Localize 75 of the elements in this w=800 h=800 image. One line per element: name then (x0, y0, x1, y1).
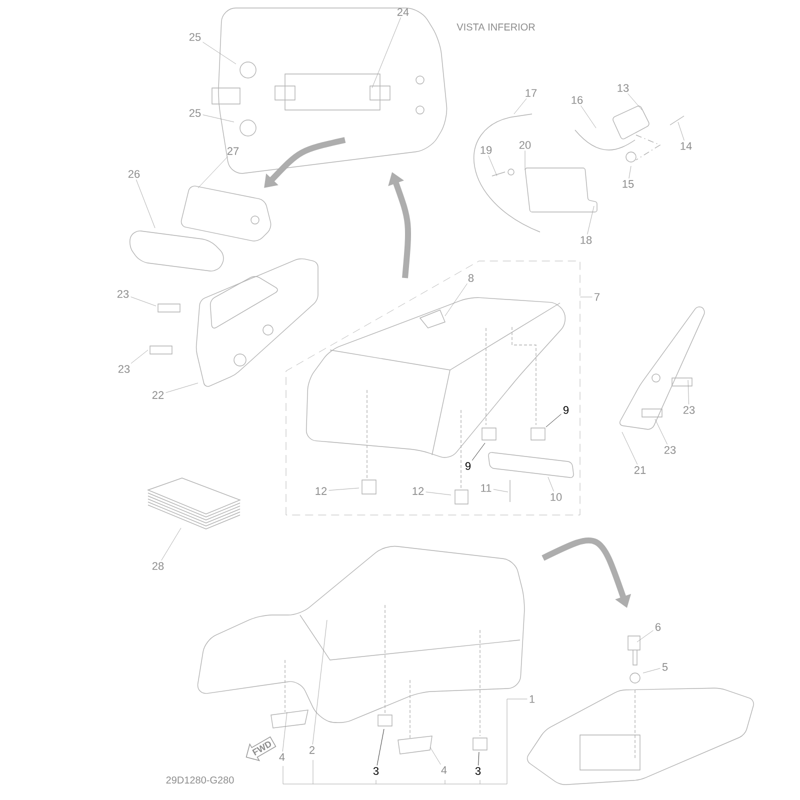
callout-number: 17 (526, 89, 537, 97)
callout-number: 4 (441, 766, 447, 774)
leader-line (376, 728, 384, 766)
callout-number: 6 (656, 623, 661, 631)
callout-number: 8 (468, 274, 474, 282)
callout-number: 11 (481, 484, 492, 492)
callout-number: 5 (662, 663, 668, 671)
leader-line (628, 93, 642, 110)
leader-line (506, 698, 528, 700)
callout-number: 19 (480, 146, 492, 154)
leader-line (130, 296, 156, 306)
leader-line (546, 414, 562, 428)
leader-line (472, 442, 486, 461)
callout-number: 20 (519, 141, 531, 149)
callout-number: 24 (397, 8, 409, 16)
callout-number: 21 (634, 466, 646, 474)
callout-number: 9 (563, 406, 569, 414)
callout-number: 4 (279, 753, 285, 761)
leader-line (130, 350, 148, 364)
leader-line (548, 476, 554, 492)
callout-number: 14 (680, 142, 692, 150)
callout-number: 26 (128, 170, 140, 178)
callout-number: 13 (618, 84, 629, 92)
callout-number: 23 (683, 406, 695, 414)
callout-number: 23 (117, 290, 129, 298)
callout-number: 15 (622, 180, 634, 188)
callout-number: 23 (664, 446, 676, 454)
leader-line (136, 179, 156, 228)
leader-line (636, 630, 654, 642)
callout-number: 27 (227, 147, 239, 155)
callout-number: 3 (475, 767, 481, 775)
callout-number: 9 (465, 462, 471, 470)
callout-number: 7 (594, 293, 600, 301)
callout-number: 10 (550, 493, 562, 501)
leader-line (622, 432, 638, 465)
leader-line (166, 382, 198, 393)
leader-line (312, 620, 328, 745)
callout-number: 28 (152, 562, 164, 570)
callout-number: 16 (572, 96, 583, 104)
callout-number: 25 (189, 109, 201, 117)
leader-line (654, 418, 668, 445)
leader-line (628, 166, 632, 179)
leader-line (524, 150, 526, 170)
callout-number: 12 (412, 487, 424, 495)
leader-line (587, 206, 594, 235)
leader-line (488, 155, 498, 176)
callout-number: 23 (118, 365, 130, 373)
leader-line (198, 156, 228, 188)
dashed-group-frame (286, 260, 580, 516)
leader-line (372, 17, 401, 88)
leader-line (642, 668, 660, 674)
leader-line (580, 296, 592, 298)
leader-line (678, 122, 684, 141)
callout-number: 22 (152, 391, 164, 399)
caption-text: VISTA INFERIOR (456, 23, 535, 31)
callout-number: 18 (580, 236, 592, 244)
leader-line (688, 380, 690, 405)
leader-line (202, 42, 236, 64)
leader-line (514, 98, 527, 114)
caption-text: 29D1280-G280 (166, 776, 234, 784)
leader-line (493, 489, 508, 492)
callout-number: 3 (373, 767, 379, 775)
leader-line (478, 752, 480, 766)
callout-number: 12 (316, 487, 327, 495)
leader-line (161, 528, 182, 561)
leader-line (202, 114, 234, 122)
leader-line (426, 492, 452, 496)
leader-line (328, 488, 360, 491)
callout-number: 2 (310, 746, 315, 754)
callout-number: 1 (530, 695, 535, 703)
leader-line (580, 105, 596, 128)
callout-number: 25 (189, 33, 201, 41)
leader-line (282, 712, 288, 752)
leader-line (430, 746, 441, 765)
leader-line (444, 283, 468, 316)
